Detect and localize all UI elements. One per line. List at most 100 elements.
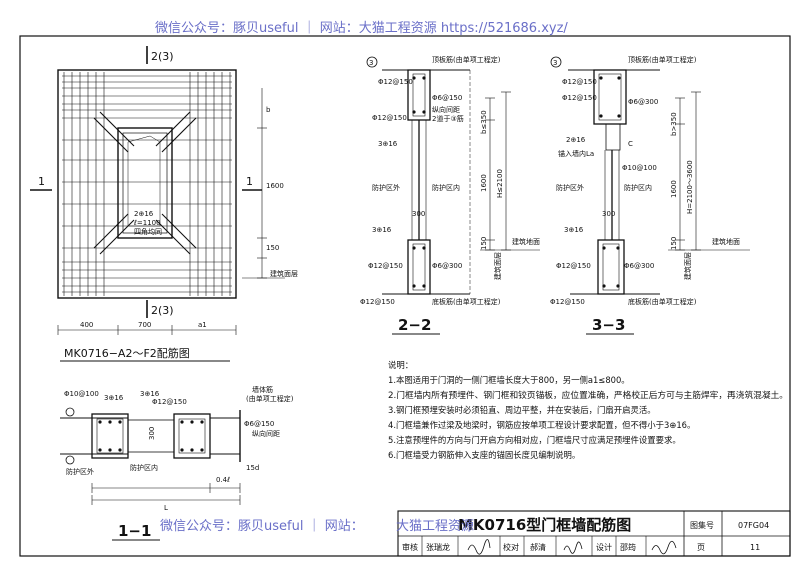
notes-title: 说明：	[388, 360, 413, 370]
section-mark-1-right: 1	[246, 175, 253, 188]
section-2-2-lengthwise-1: 纵向间距	[432, 105, 460, 114]
section-3-3-rebar-10: Φ10@100	[622, 164, 657, 172]
section-2-2-rebar-316a: 3⊕16	[378, 140, 398, 148]
section-1-1-protect-in: 防护区内	[130, 463, 158, 472]
note-item-5: 5.注意预埋件的方向与门开启方向相对应，门框墙尺寸应满足预埋件设置要求。	[388, 435, 681, 445]
section-1-1-wall-2: (由单项工程定)	[246, 394, 294, 403]
elevation-dim-150: 150	[266, 244, 279, 252]
page-label: 页	[697, 543, 705, 552]
section-3-3-mark: 3	[553, 59, 557, 67]
section-1-1-wall-1: 墙体筋	[252, 385, 273, 394]
section-2-2-b-limit: b≤350	[480, 110, 488, 134]
section-2-2-bottom-slab: 底板筋(由单项工程定)	[432, 297, 501, 306]
elevation-floor-label: 建筑面层	[270, 269, 298, 278]
section-2-2-dim-150: 150	[480, 237, 488, 250]
section-1-1-drawing	[60, 407, 241, 505]
section-3-3-anchor: 锚入墙内La	[558, 149, 594, 158]
atlas-label: 图集号	[690, 520, 714, 530]
note-item-1: 1.本图适用于门洞的一侧门框墙长度大于800，另一侧a1≤800。	[388, 375, 630, 385]
section-2-2-stirrup: Φ6@150	[432, 94, 462, 102]
review-name: 张瑞龙	[426, 542, 450, 552]
section-2-2-rebar-316b: 3⊕16	[372, 226, 392, 234]
drawing-title: MK0716型门框墙配筋图	[458, 516, 631, 534]
section-3-3-bottom-slab: 底板筋(由单项工程定)	[628, 297, 697, 306]
section-2-2-protect-in: 防护区内	[432, 183, 460, 192]
section-2-2-rebar-mid: Φ12@150	[372, 114, 407, 122]
section-1-1-caption: 1−1	[118, 522, 151, 540]
check-name: 郝清	[530, 542, 546, 552]
section-2-2-h-limit: H≤2100	[496, 169, 504, 198]
signature-design	[651, 540, 677, 555]
section-3-3-dim-150: 150	[670, 237, 678, 250]
section-2-2-floor: 建筑地面	[512, 237, 540, 246]
title-block	[397, 510, 791, 557]
note-item-2: 2.门框墙内所有预埋件、钢门框和铰页锚板，应位置准确，严格校正后方可与主筋焊牢，…	[388, 390, 788, 400]
section-3-3-rebar-base: Φ12@150	[550, 298, 585, 306]
check-label: 校对	[503, 542, 519, 552]
section-3-3-rebar-316: 3⊕16	[564, 226, 584, 234]
section-1-1-rebar-316b: 3⊕16	[140, 390, 160, 398]
section-mark-2-top: 2(3)	[151, 50, 174, 63]
section-3-3-drawing	[550, 56, 750, 295]
section-3-3-rebar-216: 2⊕16	[566, 136, 586, 144]
section-3-3-rebar-top: Φ12@150	[562, 78, 597, 86]
section-1-1-stirrup: Φ6@150	[244, 420, 274, 428]
section-3-3-dim-1600: 1600	[670, 180, 678, 198]
atlas-value: 07FG04	[738, 521, 769, 530]
elevation-dim-a1: a1	[198, 321, 207, 329]
elevation-caption: MK0716−A2～F2配筋图	[64, 346, 190, 360]
watermark-top: 微信公众号：豚贝useful ｜ 网站：大猫工程资源 https://52168…	[155, 21, 568, 36]
section-mark-2-bottom: 2(3)	[151, 304, 174, 317]
section-3-3-rebar-bottom: Φ12@150	[556, 262, 591, 270]
section-2-2-rebar-base: Φ12@150	[360, 298, 395, 306]
section-2-2-protect-out: 防护区外	[372, 183, 400, 192]
section-3-3-stirrup-300b: Φ6@300	[624, 262, 654, 270]
section-1-1-rebar-12: Φ12@150	[152, 398, 187, 406]
section-1-1-protect-out: 防护区外	[66, 467, 94, 476]
elevation-dim-1600: 1600	[266, 182, 284, 190]
design-name: 邵筠	[620, 542, 636, 552]
section-3-3-protect-in: 防护区内	[624, 183, 652, 192]
page-value: 11	[750, 543, 760, 552]
elevation-dim-700: 700	[138, 321, 151, 329]
section-2-2-rebar-bottom: Φ12@150	[368, 262, 403, 270]
note-item-3: 3.钢门框预埋安装时必须铅直、周边平整，并在安装后，门扇开启灵活。	[388, 405, 656, 415]
note-item-6: 6.门框墙受力钢筋伸入支座的锚固长度见编制说明。	[388, 450, 580, 460]
section-1-1-dim-300: 300	[148, 427, 156, 440]
section-3-3-b-limit: b>350	[670, 112, 678, 136]
opening-rebar-label: 2⊕16	[134, 210, 154, 218]
note-item-4: 4.门框墙兼作过梁及地梁时，钢筋应按单项工程设计要求配置，但不得小于3⊕16。	[388, 420, 695, 430]
section-1-1-dim-04: 0.4ℓ	[216, 476, 230, 484]
elevation-vertical-dims	[242, 88, 285, 279]
section-3-3-floor: 建筑地面	[712, 237, 740, 246]
section-1-1-rebar-10: Φ10@100	[64, 390, 99, 398]
section-3-3-stirrup-300: Φ6@300	[628, 98, 658, 106]
signature-review	[467, 539, 491, 555]
section-3-3-floor-layer: 建筑面层	[683, 252, 692, 280]
design-label: 设计	[596, 542, 612, 552]
elevation-horizontal-dims	[57, 325, 237, 335]
section-1-1-dim-15d: 15d	[246, 464, 259, 472]
section-2-2-top-slab: 顶板筋(由单项工程定)	[432, 55, 501, 64]
section-2-2-rebar-top: Φ12@150	[378, 78, 413, 86]
section-2-2-dim-300: 300	[412, 210, 425, 218]
section-3-3-c: C	[628, 140, 633, 148]
section-3-3-protect-out: 防护区外	[556, 183, 584, 192]
watermark-bottom-b: 大猫工程资源	[396, 519, 474, 534]
section-1-1-dim-l: L	[164, 504, 168, 512]
section-2-2-caption: 2−2	[398, 316, 431, 334]
section-1-1-lengthwise: 纵向间距	[252, 429, 280, 438]
section-2-2-dim-1600: 1600	[480, 174, 488, 192]
section-3-3-caption: 3−3	[592, 316, 625, 334]
section-2-2-drawing	[366, 56, 540, 295]
section-mark-1-left: 1	[38, 175, 45, 188]
section-3-3-h-range: H=2100～3600	[686, 160, 694, 214]
section-3-3-rebar-b: Φ12@150	[562, 94, 597, 102]
elevation-dim-b: b	[266, 106, 271, 114]
review-label: 审核	[402, 542, 418, 552]
section-2-2-floor-layer: 建筑面层	[493, 252, 502, 280]
opening-rebar-note: 四角均同	[134, 227, 162, 236]
section-2-2-lengthwise-2: 2道于③筋	[432, 114, 464, 123]
elevation-drawing	[30, 46, 262, 318]
